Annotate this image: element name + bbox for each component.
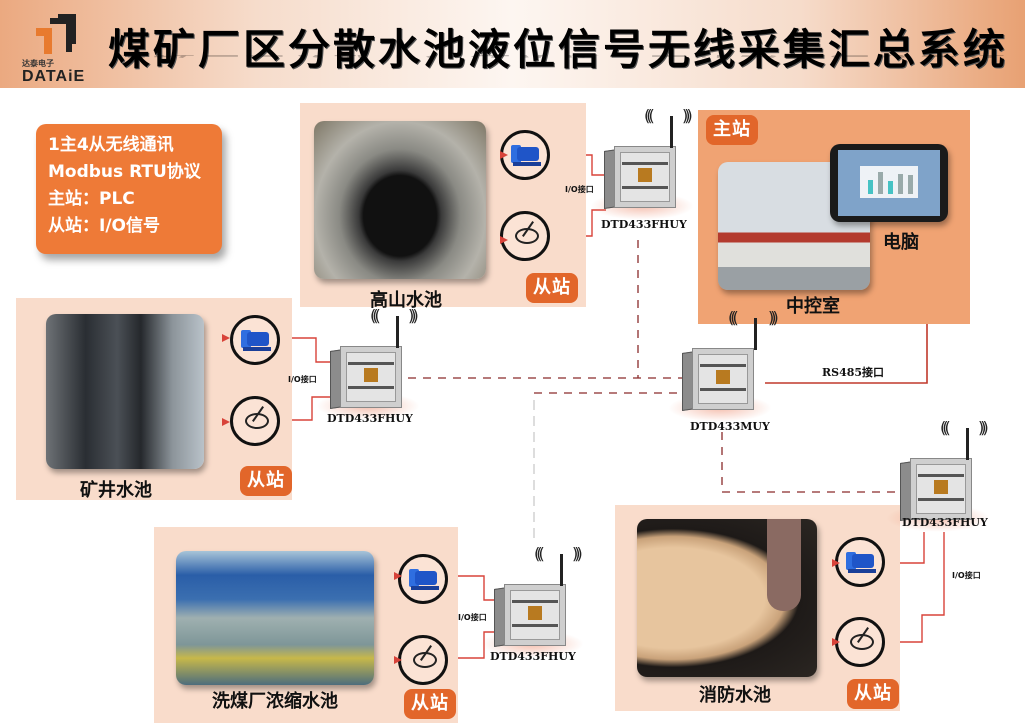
device-model-label: DTD433FHUY <box>490 650 576 663</box>
role-badge: 从站 <box>847 679 899 709</box>
photo-xiaofang-pool <box>637 519 817 677</box>
wireless-signal-icon: ))) <box>572 544 583 563</box>
wireless-link-xiaofang <box>721 432 898 493</box>
company-logo: 达泰电子 DATAiE <box>22 14 92 85</box>
header-banner <box>0 0 1025 88</box>
role-badge: 从站 <box>404 689 456 719</box>
pool-name: 洗煤厂浓缩水池 <box>212 691 338 712</box>
water-pump-icon <box>409 569 439 590</box>
sensor-circle <box>500 211 550 261</box>
computer-screen <box>838 150 940 216</box>
sensor-circle <box>398 635 448 685</box>
role-badge: 主站 <box>706 115 758 145</box>
control-room-label: 中控室 <box>786 296 840 317</box>
pool-name: 高山水池 <box>370 290 442 311</box>
page-title-reflection: 煤矿厂区分散水池液位信号无线采集汇总系统 <box>108 55 1008 62</box>
pool-name: 矿井水池 <box>80 480 152 501</box>
wireless-signal-icon: ((( <box>370 306 381 325</box>
slave-panel-gaoshan: 高山水池 从站 <box>300 103 586 311</box>
water-pump-icon <box>511 145 541 166</box>
wireless-signal-icon: ))) <box>682 106 693 125</box>
logo-text-en: DATAiE <box>22 68 86 85</box>
wireless-signal-icon: ))) <box>408 306 419 325</box>
info-line: 1主4从无线通讯 <box>48 135 174 155</box>
pool-name: 消防水池 <box>699 685 771 706</box>
sensor-circle <box>230 396 280 446</box>
io-interface-label: I/O接口 <box>288 375 317 384</box>
device-model-label: DTD433FHUY <box>601 218 687 231</box>
pump-circle <box>398 554 448 604</box>
device-dtd433fhuy-gaoshan: ((())) <box>590 106 694 220</box>
wireless-signal-icon: ))) <box>978 418 989 437</box>
info-line: 主站：PLC <box>48 189 135 209</box>
logo-text-cn: 达泰电子 <box>22 59 54 68</box>
info-line: 从站：I/O信号 <box>48 216 160 236</box>
wireless-signal-icon: ((( <box>534 544 545 563</box>
antenna-icon <box>670 116 673 148</box>
slave-panel-xiaofang: 消防水池 从站 <box>615 505 900 711</box>
wireless-signal-icon: ((( <box>940 418 951 437</box>
wireless-signal-icon: ))) <box>768 308 779 327</box>
device-model-label: DTD433FHUY <box>902 516 988 529</box>
water-pump-icon <box>241 330 271 351</box>
io-interface-label: I/O接口 <box>565 185 594 194</box>
device-dtd433muy-master: ((())) <box>668 308 779 422</box>
photo-computer <box>830 144 948 222</box>
io-interface-label: I/O接口 <box>458 613 487 622</box>
wireless-signal-icon: ((( <box>644 106 655 125</box>
rs485-interface-label: RS485接口 <box>822 366 885 379</box>
photo-kuangjing-pool <box>46 314 204 469</box>
sensor-circle <box>835 617 885 667</box>
photo-ximei-pool <box>176 551 374 685</box>
device-dtd433fhuy-ximei: ((())) <box>480 544 584 658</box>
role-badge: 从站 <box>526 273 578 303</box>
pump-circle <box>500 130 550 180</box>
pump-circle <box>230 315 280 365</box>
role-badge: 从站 <box>240 466 292 496</box>
slave-panel-kuangjing: 矿井水池 从站 <box>16 298 292 501</box>
device-dtd433fhuy-xiaofang: ((())) <box>886 418 990 532</box>
photo-gaoshan-pool <box>314 121 486 279</box>
pump-circle <box>835 537 885 587</box>
logo-mark-icon <box>36 14 76 54</box>
computer-label: 电脑 <box>883 232 919 253</box>
device-dtd433fhuy-kuangjing: ((())) <box>316 306 420 420</box>
screen-chart <box>860 166 918 198</box>
water-pump-icon <box>846 552 876 573</box>
system-info-box: 1主4从无线通讯 Modbus RTU协议 主站：PLC 从站：I/O信号 <box>36 124 222 254</box>
device-model-label: DTD433MUY <box>690 420 770 433</box>
slave-panel-ximei: 洗煤厂浓缩水池 从站 <box>154 527 458 723</box>
master-panel: 主站 电脑 中控室 <box>698 110 970 324</box>
info-line: Modbus RTU协议 <box>48 162 201 182</box>
io-interface-label: I/O接口 <box>952 571 981 580</box>
page-title: 煤矿厂区分散水池液位信号无线采集汇总系统 <box>108 25 1009 74</box>
wireless-signal-icon: ((( <box>728 308 739 327</box>
device-model-label: DTD433FHUY <box>327 412 413 425</box>
